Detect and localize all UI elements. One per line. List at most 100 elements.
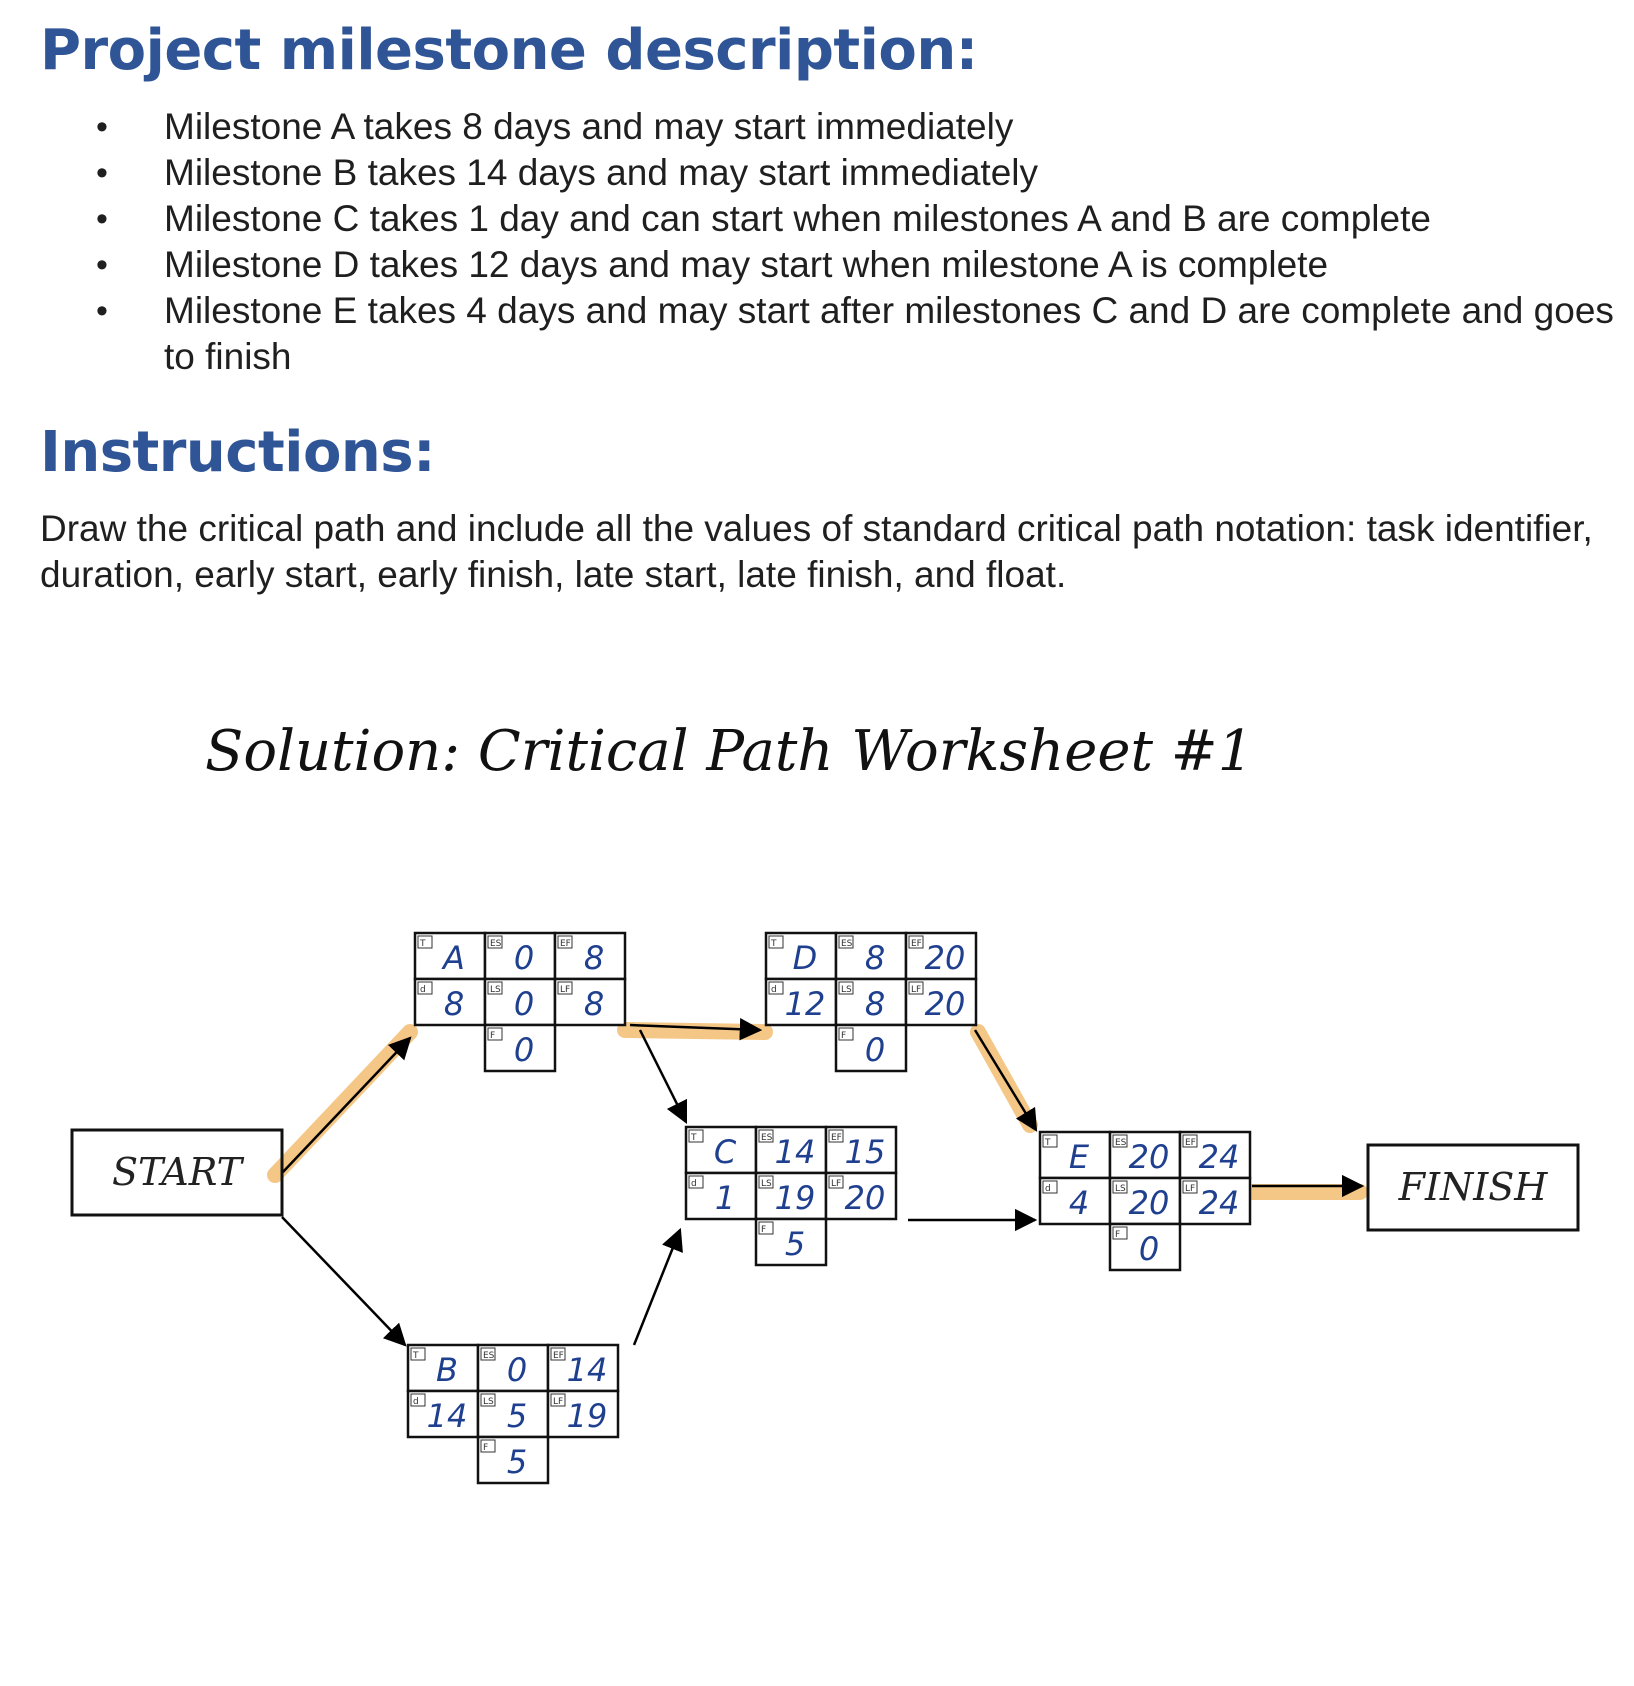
list-item: Milestone A takes 8 days and may start i… bbox=[96, 104, 1616, 150]
cell-tag-label: EF bbox=[1185, 1138, 1196, 1148]
cell-tag-label: LS bbox=[490, 985, 501, 995]
finish-label: FINISH bbox=[1398, 1165, 1549, 1209]
cell-tag-label: LF bbox=[560, 985, 570, 995]
cell-tag-label: EF bbox=[560, 939, 571, 949]
node-cell-float bbox=[834, 1023, 908, 1073]
node-value-es: 0 bbox=[507, 1351, 527, 1389]
cell-tag-box bbox=[838, 981, 854, 995]
cell-tag-box bbox=[417, 935, 433, 949]
cell-tag-box bbox=[1112, 1226, 1128, 1240]
node-cell-id bbox=[406, 1343, 480, 1393]
node-value-es: 0 bbox=[514, 939, 534, 977]
node-value-duration: 8 bbox=[444, 985, 464, 1023]
instructions-heading: Instructions: bbox=[40, 420, 436, 485]
node-value-ef: 15 bbox=[845, 1133, 886, 1171]
cell-tag-box bbox=[480, 1347, 496, 1361]
node-cell-float bbox=[483, 1023, 557, 1073]
milestone-list: Milestone A takes 8 days and may start i… bbox=[96, 104, 1616, 380]
critical-path-diagram: Solution: Critical Path Worksheet #1 STA… bbox=[70, 719, 1580, 1485]
cell-tag-label: d bbox=[691, 1179, 697, 1189]
node-value-ef: 24 bbox=[1199, 1138, 1240, 1176]
cell-tag-label: F bbox=[841, 1031, 846, 1041]
cell-tag-label: d bbox=[771, 985, 777, 995]
node-value-lf: 20 bbox=[925, 985, 966, 1023]
node-value-duration: 14 bbox=[427, 1397, 468, 1435]
list-item: Milestone B takes 14 days and may start … bbox=[96, 150, 1616, 196]
node-value-ls: 8 bbox=[865, 985, 885, 1023]
cell-tag-label: LS bbox=[761, 1179, 772, 1189]
cell-tag-label: EF bbox=[831, 1133, 842, 1143]
diagram-title: Solution: Critical Path Worksheet #1 bbox=[205, 719, 1253, 784]
critical-path-segment bbox=[267, 1024, 418, 1183]
node-value-ef: 14 bbox=[567, 1351, 608, 1389]
arrow-a-d bbox=[629, 1017, 763, 1041]
node-cell-duration bbox=[1038, 1176, 1112, 1226]
node-cell-lf bbox=[546, 1389, 620, 1439]
node-value-lf: 19 bbox=[567, 1397, 608, 1435]
cell-tag-label: F bbox=[761, 1225, 766, 1235]
cell-tag-box bbox=[1182, 1180, 1198, 1194]
node-value-duration: 4 bbox=[1069, 1184, 1089, 1222]
cell-tag-label: LF bbox=[553, 1397, 563, 1407]
node-cell-float bbox=[476, 1435, 550, 1485]
cell-tag-label: LF bbox=[831, 1179, 841, 1189]
node-value-ls: 5 bbox=[507, 1397, 527, 1435]
cell-tag-label: LS bbox=[841, 985, 852, 995]
node-cell-float bbox=[754, 1217, 828, 1267]
node-value-id: E bbox=[1069, 1138, 1090, 1176]
node-value-float: 0 bbox=[1139, 1230, 1159, 1268]
cell-tag-box bbox=[828, 1129, 844, 1143]
cell-tag-box bbox=[487, 1027, 503, 1041]
node-value-id: C bbox=[714, 1133, 737, 1171]
cell-tag-box bbox=[828, 1175, 844, 1189]
arrow-b-c bbox=[632, 1227, 683, 1346]
cell-tag-box bbox=[838, 935, 854, 949]
cell-tag-label: LS bbox=[1115, 1184, 1126, 1194]
node-cell-ls bbox=[754, 1171, 828, 1221]
cell-tag-label: T bbox=[770, 939, 777, 949]
node-value-duration: 12 bbox=[785, 985, 826, 1023]
cell-tag-label: EF bbox=[553, 1351, 564, 1361]
cell-tag-label: F bbox=[483, 1443, 488, 1453]
arrow-start-b bbox=[281, 1216, 407, 1347]
cell-tag-box bbox=[487, 935, 503, 949]
cell-tag-label: ES bbox=[483, 1351, 495, 1361]
cell-tag-box bbox=[838, 1027, 854, 1041]
cell-tag-box bbox=[758, 1175, 774, 1189]
start-label: START bbox=[112, 1150, 245, 1194]
cell-tag-box bbox=[1182, 1134, 1198, 1148]
cell-tag-label: T bbox=[419, 939, 426, 949]
cell-tag-label: T bbox=[690, 1133, 697, 1143]
node-cell-ef bbox=[904, 931, 978, 981]
node-value-ls: 20 bbox=[1129, 1184, 1170, 1222]
node-value-id: A bbox=[441, 939, 465, 977]
node-value-ls: 0 bbox=[514, 985, 534, 1023]
node-value-ls: 19 bbox=[775, 1179, 816, 1217]
node-value-lf: 24 bbox=[1199, 1184, 1240, 1222]
cell-tag-box bbox=[688, 1175, 704, 1189]
node-value-es: 8 bbox=[865, 939, 885, 977]
node-value-lf: 8 bbox=[584, 985, 604, 1023]
cell-tag-label: ES bbox=[761, 1133, 773, 1143]
cell-tag-box bbox=[410, 1347, 426, 1361]
cell-tag-box bbox=[487, 981, 503, 995]
cell-tag-box bbox=[1112, 1134, 1128, 1148]
cell-tag-box bbox=[908, 935, 924, 949]
node-value-es: 14 bbox=[775, 1133, 816, 1171]
cell-tag-box bbox=[1042, 1134, 1058, 1148]
node-cell-duration bbox=[684, 1171, 758, 1221]
node-cell-ef bbox=[546, 1343, 620, 1393]
node-cell-lf bbox=[553, 977, 627, 1027]
cell-tag-box bbox=[908, 981, 924, 995]
node-cell-lf bbox=[824, 1171, 898, 1221]
cell-tag-box bbox=[550, 1347, 566, 1361]
node-value-float: 0 bbox=[514, 1031, 534, 1069]
cell-tag-box bbox=[557, 981, 573, 995]
cell-tag-box bbox=[550, 1393, 566, 1407]
